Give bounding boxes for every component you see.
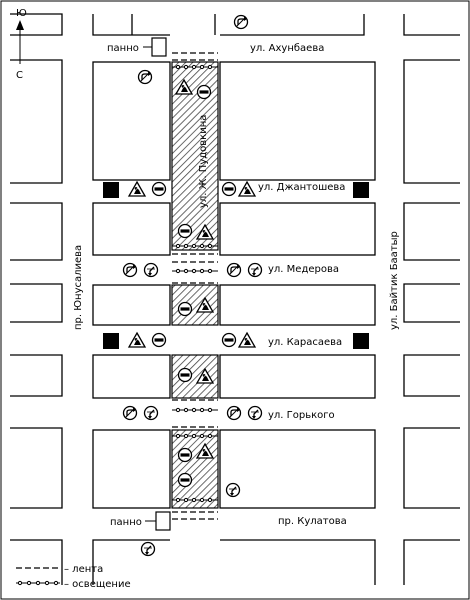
panel-bottom-label: панно [110, 517, 142, 528]
no-entry-sign-icon [151, 332, 167, 348]
detour-sign-icon [247, 262, 263, 278]
detour-sign-icon [143, 405, 159, 421]
road-block-icon [353, 182, 369, 198]
no-entry-sign-icon [177, 447, 193, 463]
no-entry-sign-icon [177, 367, 193, 383]
no-entry-sign-icon [196, 84, 212, 100]
detour-sign-icon [140, 541, 156, 557]
street-kulatova: пр. Кулатова [278, 516, 347, 527]
no-right-turn-sign-icon [137, 69, 153, 85]
legend: – лента – освещение [16, 564, 131, 590]
no-right-turn-sign-icon [122, 262, 138, 278]
no-left-turn-sign-icon [226, 405, 242, 421]
legend-lighting-swatch [16, 580, 60, 586]
no-entry-sign-icon [221, 332, 237, 348]
panel-top [151, 37, 167, 57]
no-right-turn-sign-icon [122, 405, 138, 421]
street-akhunbaeva: ул. Ахунбаева [250, 43, 324, 54]
lighting-lines [172, 64, 218, 503]
street-dzhantosheva: ул. Джантошева [258, 182, 345, 193]
closed-street-segments [171, 61, 219, 509]
no-entry-sign-icon [177, 223, 193, 239]
compass-south: С [16, 70, 23, 81]
city-blocks [10, 13, 460, 585]
road-works-sign-icon [238, 181, 256, 197]
street-gorkogo: ул. Горького [268, 410, 335, 421]
road-block-icon [103, 182, 119, 198]
road-block-icon [103, 333, 119, 349]
compass-north: Ю [16, 8, 27, 19]
detour-sign-icon [225, 482, 241, 498]
road-works-sign-icon [238, 332, 256, 348]
detour-sign-icon [143, 262, 159, 278]
compass-arrow-icon [16, 20, 24, 30]
no-entry-sign-icon [177, 301, 193, 317]
road-works-sign-icon [128, 332, 146, 348]
panel-top-label: панно [107, 43, 139, 54]
no-entry-sign-icon [177, 472, 193, 488]
no-entry-sign-icon [221, 181, 237, 197]
street-yunusalieva: пр. Юнусалиева [73, 245, 84, 330]
panel-bottom [155, 511, 171, 531]
street-pudovkina: ул. Ж. Пудовкина [198, 115, 209, 208]
detour-sign-icon [247, 405, 263, 421]
street-baitik: ул. Байтик Баатыр [389, 231, 400, 330]
street-mederova: ул. Медерова [268, 264, 339, 275]
tape-lines [172, 52, 218, 520]
compass: Ю С [16, 8, 27, 81]
road-block-icon [353, 333, 369, 349]
no-entry-sign-icon [151, 181, 167, 197]
road-works-sign-icon [128, 181, 146, 197]
legend-tape-label: – лента [64, 564, 103, 575]
legend-lighting-label: – освещение [64, 579, 131, 590]
no-left-turn-sign-icon [233, 14, 249, 30]
no-left-turn-sign-icon [226, 262, 242, 278]
street-karasaeva: ул. Карасаева [268, 337, 342, 348]
